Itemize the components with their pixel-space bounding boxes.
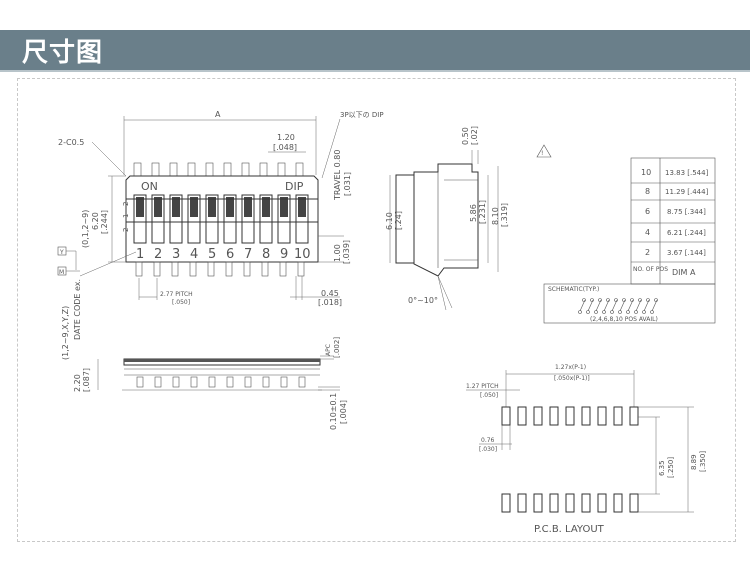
dim-table: ! 10 13.83 [.544] 8 11.29 [.444] 6 8.75 … — [536, 144, 716, 324]
pcb-inner-in: [.250] — [667, 457, 675, 478]
bottom-view: 2.20 [.087] APC [.002] 0.10±0.1 [.004] — [73, 337, 348, 430]
pcb-outer-mm: 8.89 — [690, 454, 698, 470]
lead-mm: 0.45 — [321, 289, 339, 298]
pcb-pitch-mm: 1.27 PITCH — [466, 383, 499, 390]
table-pos-4: 4 — [645, 228, 650, 237]
pcb-layout: 1.27x(P-1) [.050x(P-1)] 1.27 PITCH [.050… — [466, 364, 707, 535]
pcb-pad-mm: 0.76 — [481, 437, 495, 444]
pitch-top-mm: 1.20 — [277, 133, 295, 142]
type-label: 3P以下の DIP — [340, 111, 384, 119]
offset-in: [.039] — [342, 240, 351, 264]
warning-triangle-icon — [536, 144, 552, 158]
drawing-frame — [17, 78, 736, 542]
chamfer-label: 2-C0.5 — [58, 138, 84, 147]
lead-in: [.018] — [318, 298, 342, 307]
bottom-h-in: [.087] — [82, 368, 91, 392]
position-number: 6 — [226, 247, 234, 262]
schematic-box — [543, 283, 716, 324]
table-dim-2: 3.67 [.144] — [667, 249, 706, 257]
bottom-lead-mm: 0.10±0.1 — [329, 393, 338, 430]
legend-y: Y — [59, 249, 64, 256]
front-view: 2-C0.5 A 1.20 [.048] 3P以下の DIP TRAVEL 0.… — [57, 110, 384, 360]
page-title: 尺寸图 — [22, 38, 104, 68]
position-number: 5 — [208, 247, 216, 262]
pcb-pad-in: [.030] — [479, 446, 497, 453]
offset-mm: 1.00 — [333, 244, 342, 262]
travel-label: TRAVEL 0.80 — [333, 150, 342, 201]
pcb-bottom-pads — [501, 493, 639, 513]
pcb-span-mm: 1.27x(P-1) — [555, 364, 586, 371]
position-number: 9 — [280, 247, 288, 262]
bottom-leads — [135, 261, 305, 277]
position-number: 2 — [154, 247, 162, 262]
legend-range: (0,1,2~9) — [81, 210, 90, 248]
table-pos-8: 8 — [645, 187, 650, 196]
pcb-span-in: [.050x(P-1)] — [554, 375, 590, 382]
travel-in: [.031] — [343, 172, 352, 196]
pitch-top-in: [.048] — [273, 143, 297, 152]
bottom-lead-in: [.004] — [339, 400, 348, 424]
title-banner: 尺寸图 — [0, 30, 750, 70]
apc-in: [.002] — [333, 337, 341, 358]
actuators — [126, 194, 318, 244]
side-outer-in: [.319] — [500, 203, 509, 227]
top-tabs — [133, 162, 304, 177]
bottom-h-mm: 2.20 — [73, 374, 82, 392]
table-pos-10: 10 — [641, 168, 651, 177]
position-numbers: 1 2 3 4 5 6 7 8 9 10 — [136, 247, 311, 262]
side-mark-3: 2 — [122, 228, 130, 232]
side-angle: 0°~10° — [408, 296, 438, 305]
side-mark-2: 1 — [122, 214, 130, 218]
side-view: 0.50 [.02] 6.10 [.24] 5.86 [.231] 8.10 [… — [385, 126, 509, 311]
position-number: 1 — [136, 247, 144, 262]
schematic-switches — [578, 298, 658, 314]
pcb-pitch-in: [.050] — [480, 392, 498, 399]
position-number: 8 — [262, 247, 270, 262]
table-head-pos: NO. OF POS — [633, 266, 668, 273]
position-number: 7 — [244, 247, 252, 262]
apc-label: APC — [325, 344, 332, 356]
pitch-in: [.050] — [172, 299, 190, 306]
dip-label: DIP — [285, 180, 304, 193]
pcb-inner-mm: 6.35 — [658, 460, 666, 476]
side-inner-mm: 5.86 — [469, 204, 478, 222]
side-top-mm: 0.50 — [461, 127, 470, 145]
position-number: 4 — [190, 247, 198, 262]
pcb-top-pads — [501, 406, 639, 426]
table-dim-6: 8.75 [.344] — [667, 208, 706, 216]
height-in: [.244] — [100, 210, 109, 234]
table-pos-2: 2 — [645, 248, 650, 257]
table-dim-10: 13.83 [.544] — [665, 169, 709, 177]
banner-divider — [0, 70, 750, 72]
table-dim-8: 11.29 [.444] — [665, 188, 709, 196]
date-code: DATE CODE ex. — [73, 279, 82, 340]
position-number: 3 — [172, 247, 180, 262]
schematic-label: SCHEMATIC(TYP.) — [548, 286, 599, 293]
svg-text:!: ! — [541, 150, 543, 157]
side-mark-1: 2 — [122, 202, 130, 206]
bottom-view-leads — [136, 376, 306, 388]
table-pos-6: 6 — [645, 207, 650, 216]
schematic-note: (2,4,6,8,10 POS AVAIL) — [590, 316, 658, 323]
on-label: ON — [141, 180, 158, 193]
pitch-label: 2.77 PITCH — [160, 291, 193, 298]
table-dim-4: 6.21 [.244] — [667, 229, 706, 237]
side-w-mm: 6.10 — [385, 212, 394, 230]
ref-range: (1,2~9,X,Y,Z) — [61, 306, 70, 360]
side-top-in: [.02] — [470, 126, 479, 145]
position-number: 10 — [294, 247, 311, 262]
pcb-title: P.C.B. LAYOUT — [534, 524, 605, 535]
side-w-in: [.24] — [394, 211, 403, 230]
pcb-outer-in: [.350] — [699, 451, 707, 472]
legend-m: M — [59, 269, 64, 276]
table-head-dim: DIM A — [672, 268, 696, 277]
height-mm: 6.20 — [91, 212, 100, 230]
dim-a-label: A — [215, 110, 221, 119]
side-outer-mm: 8.10 — [491, 207, 500, 225]
side-inner-in: [.231] — [478, 200, 487, 224]
